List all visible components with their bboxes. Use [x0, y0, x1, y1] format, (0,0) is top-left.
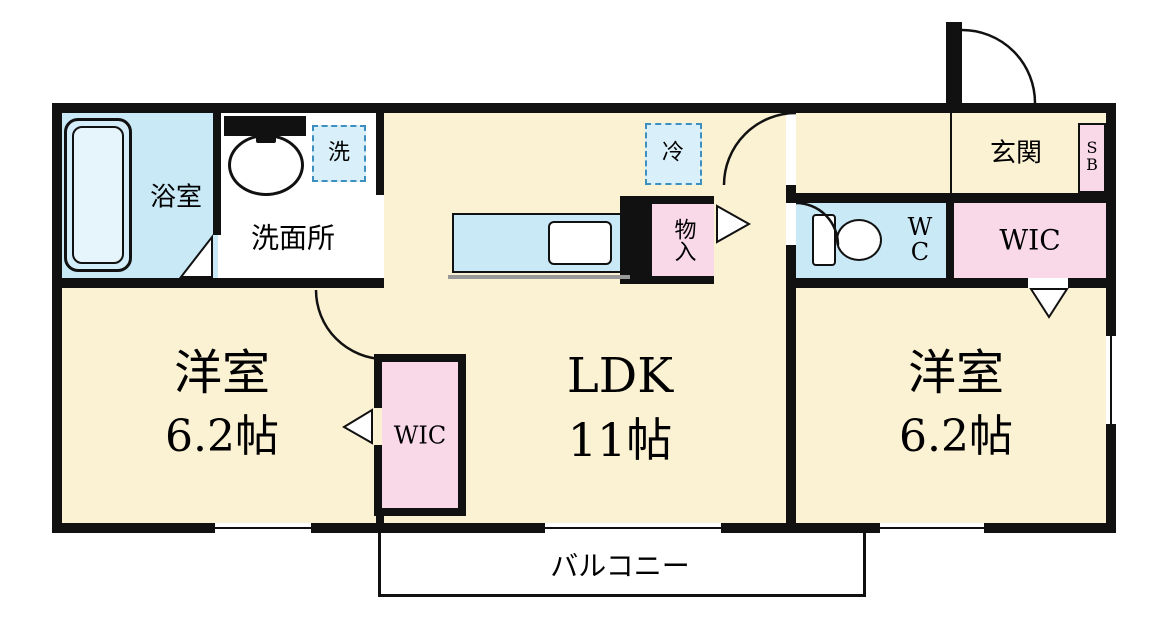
wall-below-entrance [786, 193, 1106, 203]
label-shoe-box: S B [1086, 138, 1098, 174]
entrance-step-line [950, 113, 952, 193]
label-washer: 洗 [327, 140, 351, 166]
kitchen-counter-edge [448, 275, 630, 279]
storage-wall-top [652, 196, 714, 204]
toilet-tank [812, 214, 836, 266]
label-fridge: 冷 [661, 140, 685, 166]
room-wic-right [954, 203, 1106, 278]
label-wic-left: WIC [393, 421, 447, 450]
washstand-faucet [256, 136, 276, 143]
washstand-counter [224, 116, 306, 136]
wall-outer-top [52, 103, 1116, 113]
label-balcony: バルコニー [550, 549, 690, 583]
label-western-left: 洋室 [173, 344, 271, 401]
label-bathroom: 浴室 [149, 182, 203, 213]
entrance-door-jamb [946, 22, 962, 103]
window-right-wall-line [1110, 336, 1112, 424]
wall-below-wic-b [1068, 278, 1106, 288]
wall-outer-left [52, 103, 62, 533]
wall-wc-wic [946, 203, 954, 278]
label-wc: W C [907, 212, 933, 266]
label-western-left-size: 6.2帖 [165, 410, 279, 462]
label-western-right: 洋室 [907, 344, 1005, 401]
wall-below-washroom [62, 278, 384, 288]
wic-left-floor [382, 362, 458, 508]
label-entrance: 玄関 [989, 138, 1043, 169]
wall-ldk-right-lower [786, 245, 796, 523]
washer-space [312, 125, 366, 182]
wic-left-doorway [374, 408, 382, 445]
label-western-right-size: 6.2帖 [899, 410, 1013, 462]
storage-wall-bottom [652, 276, 714, 284]
wall-ldk-right-upper [786, 185, 796, 193]
storage-floor [652, 204, 714, 276]
balcony-sliding-door-line [545, 527, 721, 529]
fridge-space [645, 123, 702, 185]
balcony-outline [378, 533, 866, 597]
shoe-box [1078, 123, 1106, 193]
label-storage: 物入 [670, 218, 696, 262]
kitchen-sink [548, 221, 612, 265]
wall-stub-left [376, 516, 384, 523]
wall-below-wc-a [786, 278, 1028, 288]
entrance-door-arc [961, 28, 1037, 104]
kitchen-duct-block [620, 196, 652, 284]
wall-outer-right [1106, 103, 1116, 533]
label-wic-right: WIC [999, 223, 1061, 257]
room-western-right [796, 288, 1106, 523]
washstand-basin [228, 134, 304, 196]
wall-bath-washroom [213, 113, 221, 235]
toilet-bowl [836, 219, 882, 261]
room-western-left [62, 283, 384, 523]
window-left-room-line [215, 527, 311, 529]
label-washroom: 洗面所 [250, 221, 336, 255]
wall-washroom-ldk [376, 113, 384, 195]
bathtub-inner [72, 126, 124, 264]
label-ldk: LDK [566, 347, 674, 404]
label-ldk-size: 11帖 [567, 412, 673, 467]
window-right-room-line [880, 527, 984, 529]
